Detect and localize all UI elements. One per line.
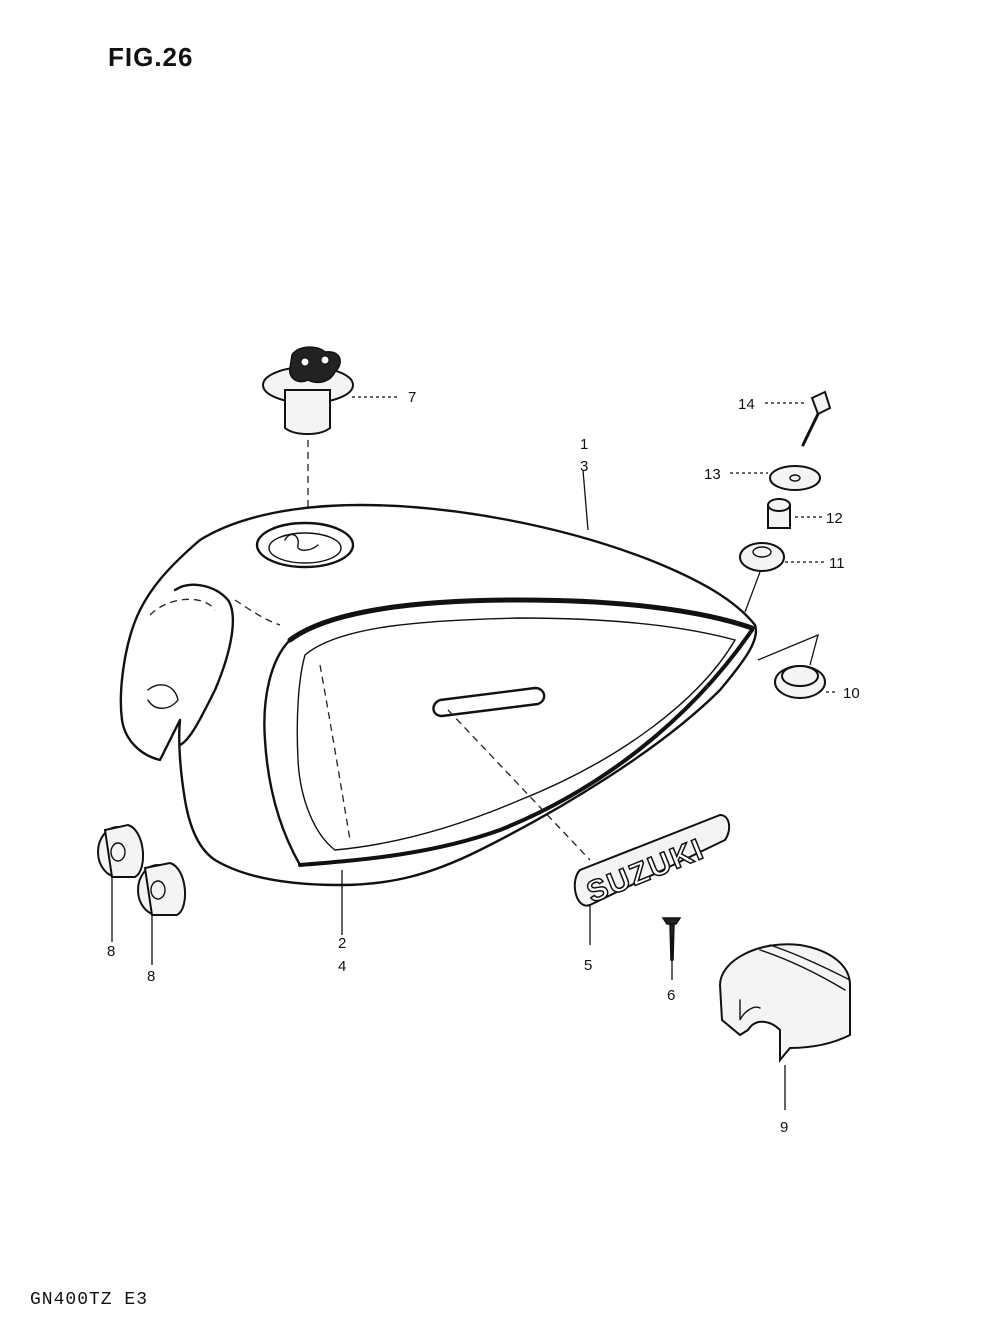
cushion-8b — [137, 861, 187, 916]
mount-spacer-12 — [767, 498, 791, 529]
callout-5: 5 — [584, 957, 592, 974]
callout-10: 10 — [843, 685, 860, 702]
callout-14: 14 — [738, 396, 755, 413]
callout-6: 6 — [667, 987, 675, 1004]
model-code: GN400TZ E3 — [30, 1290, 149, 1310]
callout-4: 4 — [338, 958, 346, 975]
callout-9: 9 — [780, 1119, 788, 1136]
fuel-tank — [119, 503, 758, 887]
callout-8a: 8 — [107, 943, 115, 960]
callout-1: 1 — [580, 436, 588, 453]
callout-11: 11 — [829, 555, 845, 572]
callout-13: 13 — [704, 466, 721, 483]
mount-washer-13 — [769, 465, 821, 491]
figure-title: FIG.26 — [108, 42, 194, 72]
callout-8b: 8 — [147, 968, 155, 985]
callout-12: 12 — [826, 510, 843, 527]
tank-rear-rubber — [718, 943, 851, 1063]
callout-7: 7 — [408, 389, 416, 406]
fuel-cap — [262, 346, 354, 435]
cushion-8a — [97, 823, 145, 878]
mount-bolt-14 — [801, 390, 832, 447]
mount-grommet-11 — [739, 542, 785, 572]
suzuki-emblem: SUZUKI — [573, 813, 731, 910]
mount-cushion-10 — [774, 665, 826, 699]
callout-2: 2 — [338, 935, 346, 952]
callout-3: 3 — [580, 458, 588, 475]
